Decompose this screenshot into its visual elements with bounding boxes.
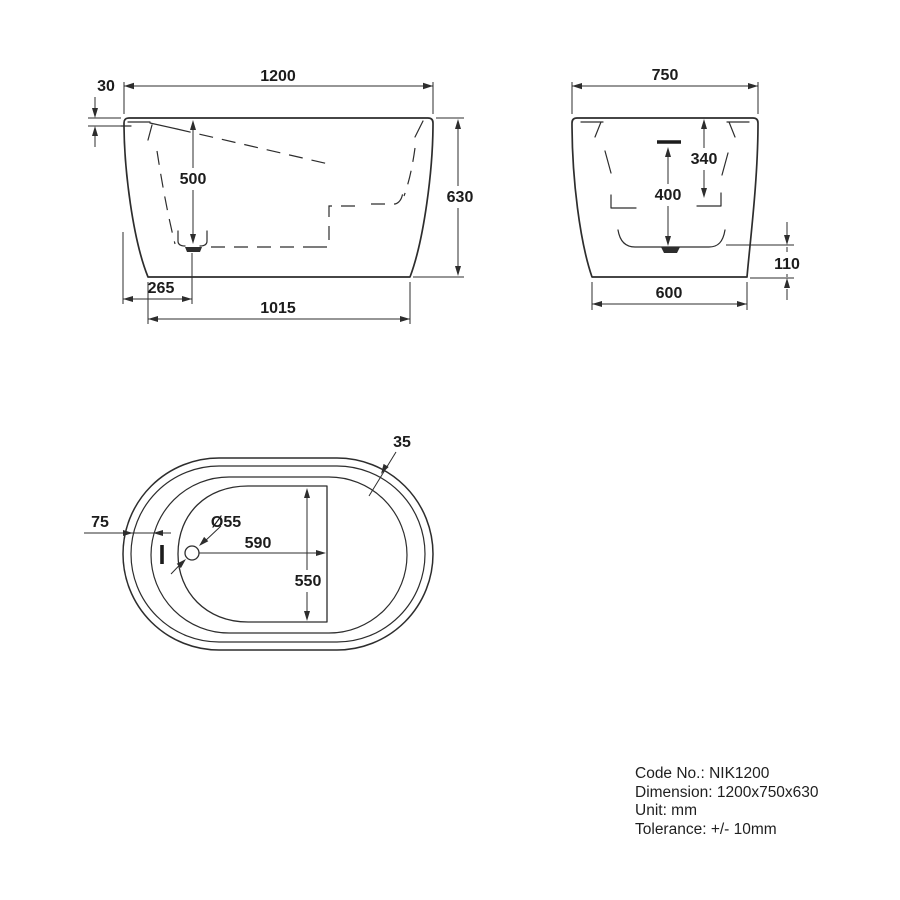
dim-label-plan-inner-width: 550 xyxy=(295,573,322,590)
dim-label-end-inner-depth: 400 xyxy=(655,187,682,204)
plan-rim-inner-edge xyxy=(130,465,426,643)
dim-front-rim-height: 30 xyxy=(88,78,121,147)
dim-label-end-overall-width: 750 xyxy=(652,67,679,84)
dim-label-front-overall-height: 630 xyxy=(447,189,474,206)
dim-label-plan-drain-to-seat: 590 xyxy=(245,535,272,552)
end-hidden-seat-left xyxy=(610,194,637,209)
front-hidden-right-wall xyxy=(403,147,416,197)
dim-front-overall-height: 630 xyxy=(413,117,474,278)
end-elevation-view: 750 340 400 110 600 xyxy=(571,67,800,310)
dim-label-plan-drain-diameter: Ø55 xyxy=(211,514,241,531)
end-hidden-seat-right xyxy=(696,192,722,207)
dim-label-front-drain-offset: 265 xyxy=(148,280,175,297)
dim-plan-drain-diameter: Ø55 xyxy=(170,514,241,575)
plan-outer-rim xyxy=(122,457,434,651)
dim-label-end-depth-to-seat: 340 xyxy=(691,151,718,168)
end-interior-bottom xyxy=(617,229,726,248)
dim-plan-rim-width: 75 xyxy=(84,514,171,536)
product-notes: Code No.: NIK1200 Dimension: 1200x750x63… xyxy=(635,765,819,839)
plan-bowl-top-edge xyxy=(150,476,408,634)
dim-end-base-height: 110 xyxy=(726,222,800,300)
dim-label-end-base-height: 110 xyxy=(774,256,800,273)
dim-end-inner-depth: 400 xyxy=(655,147,682,246)
dim-label-front-inner-depth: 500 xyxy=(180,171,207,188)
dim-label-front-overall-length: 1200 xyxy=(260,68,296,85)
plan-drain-circle xyxy=(184,545,200,561)
note-tolerance: Tolerance: +/- 10mm xyxy=(635,820,777,838)
note-dimension: Dimension: 1200x750x630 xyxy=(635,783,819,801)
front-drain-recess xyxy=(177,230,208,247)
end-hidden-right-wall xyxy=(721,152,729,176)
end-rim-detail-right xyxy=(726,121,750,138)
dim-label-plan-wall-thickness: 35 xyxy=(393,434,411,451)
dim-end-base-width: 600 xyxy=(591,282,748,310)
plan-bowl-bottom xyxy=(177,485,328,623)
end-hidden-left-wall xyxy=(604,150,612,174)
end-rim-detail-left xyxy=(580,121,604,138)
front-hidden-seat-step xyxy=(313,190,404,248)
front-drain xyxy=(185,247,202,252)
front-elevation-view: 1200 30 500 630 265 xyxy=(88,68,473,324)
front-tub-outline xyxy=(123,117,434,278)
note-code-number: Code No.: NIK1200 xyxy=(635,765,770,782)
dim-label-front-base-length: 1015 xyxy=(260,300,296,317)
dim-plan-drain-to-seat: 590 xyxy=(199,535,326,556)
dim-label-front-rim-height: 30 xyxy=(97,78,115,95)
dim-front-drain-offset: 265 xyxy=(122,232,193,304)
dim-end-overall-width: 750 xyxy=(571,67,759,114)
dim-front-overall-length: 1200 xyxy=(123,68,434,114)
end-tub-outline xyxy=(571,117,759,278)
front-hidden-left-wall xyxy=(156,150,176,245)
front-rim-detail-right xyxy=(414,120,424,138)
dim-front-inner-depth: 500 xyxy=(180,120,207,244)
front-rim-detail-left xyxy=(120,121,178,141)
front-hidden-top-slope xyxy=(176,128,334,166)
note-unit: Unit: mm xyxy=(635,802,697,819)
dim-label-plan-rim-width: 75 xyxy=(91,514,109,531)
end-drain xyxy=(661,247,680,253)
dim-label-end-base-width: 600 xyxy=(656,285,683,302)
dim-plan-inner-width: 550 xyxy=(295,488,322,621)
dim-plan-wall-thickness: 35 xyxy=(368,434,411,497)
plan-view: Ø55 590 550 75 35 xyxy=(84,434,434,651)
dim-end-depth-to-seat: 340 xyxy=(691,119,718,198)
dim-front-base-length: 1015 xyxy=(147,282,411,324)
